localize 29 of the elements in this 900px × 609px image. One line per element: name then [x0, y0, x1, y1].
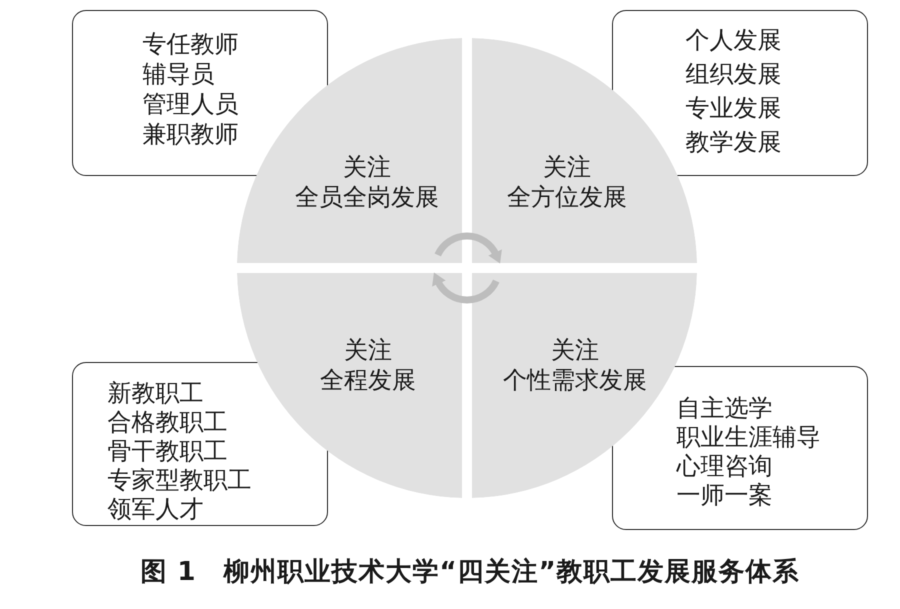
- curved-arrow: [434, 232, 502, 264]
- segment-heading: 关注: [343, 153, 391, 181]
- list-item: 组织发展: [686, 60, 782, 88]
- list-item: 自主选学: [676, 394, 772, 422]
- figure-caption: 图 1 柳州职业技术大学“四关注”教职工发展服务体系: [140, 556, 800, 588]
- list-item: 合格教职工: [108, 408, 228, 436]
- segment-heading: 关注: [344, 336, 392, 364]
- list-item: 领军人才: [108, 494, 204, 522]
- list-item: 兼职教师: [142, 120, 238, 148]
- curved-arrow: [432, 272, 500, 304]
- list-item: 专业发展: [686, 94, 782, 122]
- list-item: 骨干教职工: [108, 436, 228, 464]
- segment-label: 全方位发展: [507, 183, 627, 211]
- segment-label: 个性需求发展: [503, 366, 647, 394]
- segment-label: 全程发展: [320, 366, 416, 394]
- segment-heading: 关注: [551, 336, 599, 364]
- list-item: 职业生涯辅导: [676, 422, 820, 450]
- quadrant-segment: [237, 38, 462, 263]
- segment-label: 全员全岗发展: [295, 183, 439, 211]
- list-item: 个人发展: [686, 26, 782, 54]
- list-item: 专家型教职工: [108, 466, 252, 494]
- list-item: 管理人员: [142, 90, 238, 118]
- list-item: 心理咨询: [676, 452, 772, 480]
- list-item: 辅导员: [142, 60, 214, 88]
- list-item: 教学发展: [686, 128, 782, 156]
- segment-heading: 关注: [543, 153, 591, 181]
- list-item: 一师一案: [676, 480, 772, 508]
- list-item: 新教职工: [108, 378, 204, 406]
- list-item: 专任教师: [142, 30, 238, 58]
